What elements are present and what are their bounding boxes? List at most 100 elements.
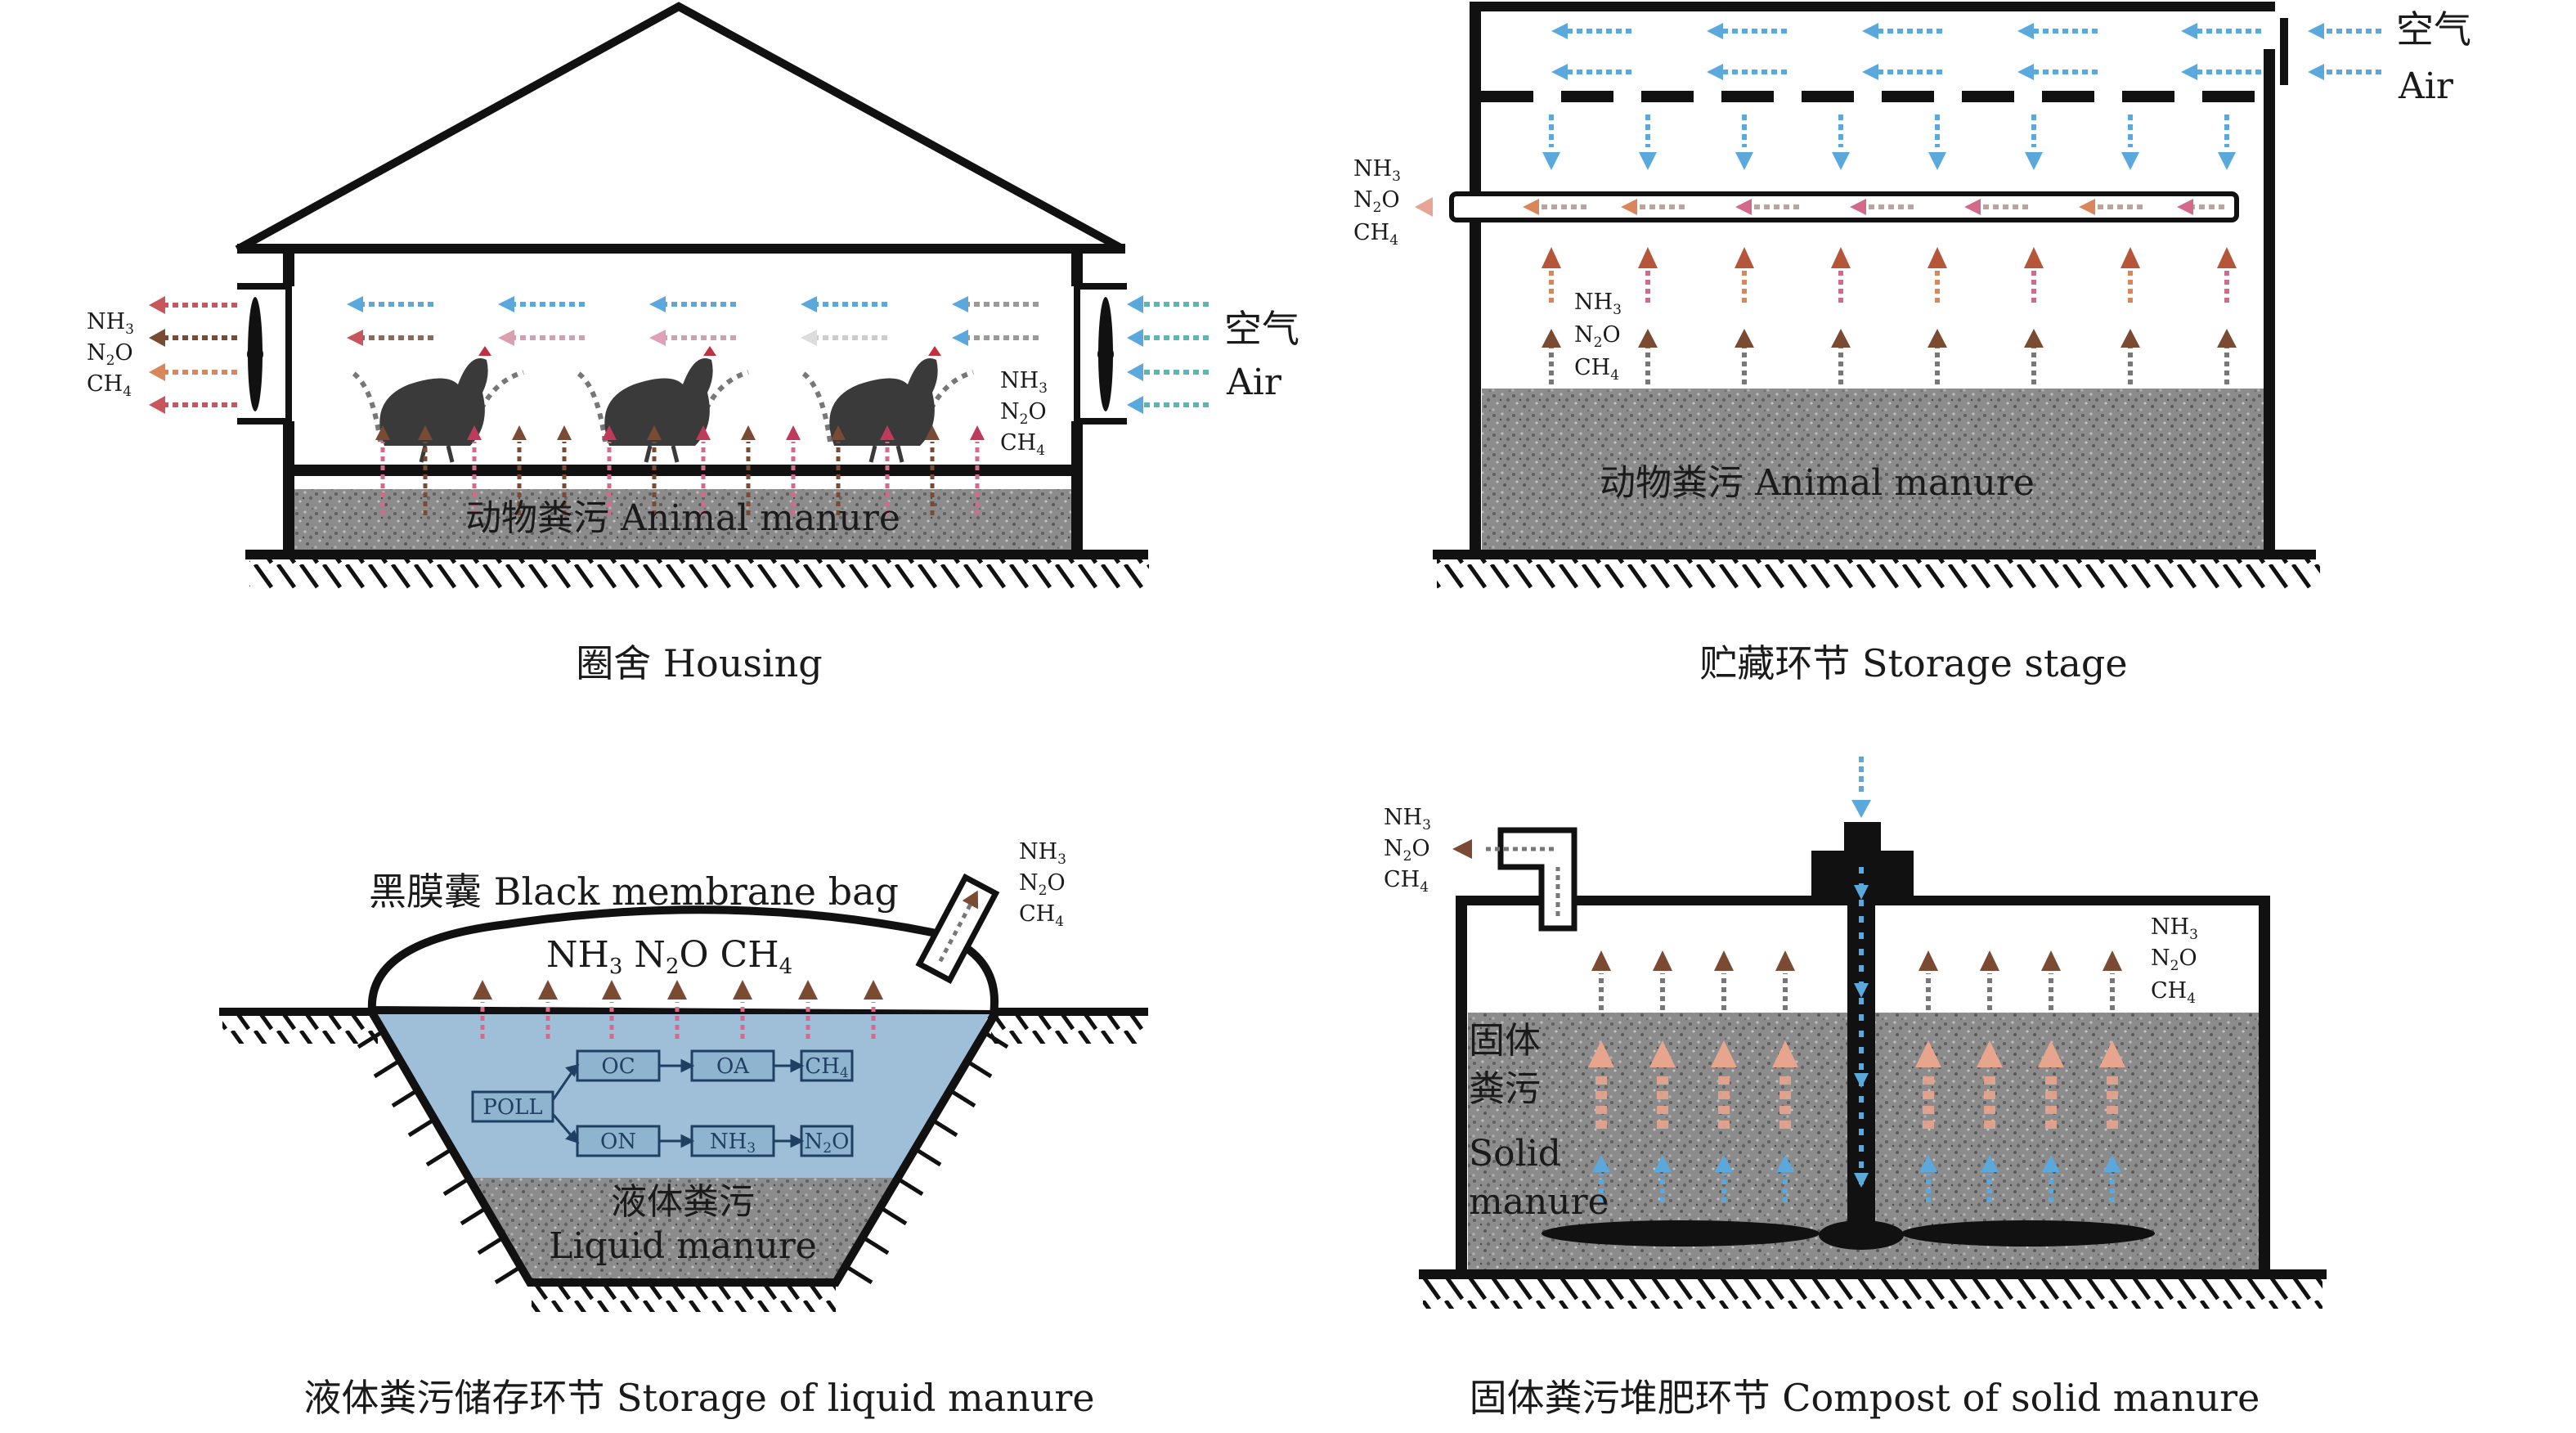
compost-gas-out-n2o: N2O: [1384, 836, 1430, 865]
ground-line: [1433, 550, 2316, 559]
pathway-n2o: N2O: [800, 1125, 854, 1157]
storage-gas-out-nh3: NH3: [1353, 156, 1401, 185]
housing-gas-right-ch4: CH4: [1000, 430, 1045, 459]
housing-gas-right-n2o: N2O: [1000, 399, 1047, 428]
compost-label-zh1: 固体: [1469, 1020, 1541, 1062]
storage-inlet-air: [2308, 23, 2381, 80]
left-fan-frame: [237, 283, 292, 425]
right-air-arrows: [1127, 295, 1209, 414]
housing-gas-left-n2o: N2O: [87, 340, 133, 369]
pathway-oc: OC: [576, 1049, 661, 1082]
left-wall-upper: [283, 245, 294, 286]
storage-rising-gas: [1542, 247, 2237, 384]
compost-caption: 固体粪污堆肥环节 Compost of solid manure: [1470, 1376, 2260, 1420]
liquid-rising-gas: [473, 980, 883, 1039]
hen-icon: [829, 346, 941, 463]
ground-line: [245, 550, 1148, 559]
aeration-plate-right: [1901, 1220, 2155, 1247]
floor-slab: [285, 465, 1079, 476]
housing-air-en: Air: [1226, 362, 1282, 403]
housing-gas-left-nh3: NH3: [87, 309, 134, 338]
compost-gas-right-ch4: CH4: [2151, 978, 2196, 1007]
liquid-lagoon: [378, 1014, 990, 1178]
pathway-diagram: POLL OC OA CH4 ON NH3 N2O: [471, 1049, 854, 1157]
liquid-gas-out-n2o: N2O: [1019, 870, 1066, 899]
housing-air-zh: 空气: [1224, 307, 1299, 351]
storage-manure-label: 动物粪污 Animal manure: [1600, 462, 2035, 504]
liquid-manure-en: Liquid manure: [549, 1225, 817, 1267]
svg-text:OA: OA: [716, 1054, 750, 1079]
liquid-manure-zh: 液体粪污: [611, 1181, 755, 1223]
compost-gas-right-n2o: N2O: [2151, 946, 2197, 974]
left-wall: [1456, 898, 1467, 1273]
liquid-sludge: [466, 1178, 901, 1280]
svg-text:N2O: N2O: [805, 1130, 850, 1157]
liquid-bag-label: 黑膜囊 Black membrane bag: [369, 869, 899, 914]
pathway-on: ON: [576, 1125, 661, 1157]
svg-text:ON: ON: [600, 1130, 636, 1154]
pipe-airflow: [1851, 757, 1871, 1194]
aeration-plate-left: [1542, 1220, 1820, 1247]
right-wall: [2259, 898, 2270, 1273]
compost-label-en1: Solid: [1469, 1133, 1561, 1175]
ground-right: [991, 1008, 1148, 1016]
ground-bottom-hatch: [532, 1284, 836, 1312]
storage-gas-in-ch4: CH4: [1574, 355, 1619, 384]
right-fan-frame: [1074, 283, 1127, 425]
housing-caption: 圈舍 Housing: [576, 641, 822, 685]
roof-line: [1470, 2, 2275, 11]
right-wall-lower: [1071, 421, 1083, 552]
left-gas-arrows: [149, 296, 237, 414]
exhaust-duct: [1449, 191, 2239, 222]
pathway-oa: OA: [690, 1049, 775, 1082]
elbow-gas-flow: [1452, 839, 1560, 916]
storage-top-airflow: [1566, 29, 2261, 74]
storage-gas-out-ch4: CH4: [1353, 220, 1398, 249]
housing-gas-left-ch4: CH4: [87, 371, 132, 400]
storage-air-zh: 空气: [2396, 7, 2471, 52]
storage-gas-in-n2o: N2O: [1574, 322, 1621, 351]
ground-hatch: [991, 1016, 1147, 1044]
storage-gas-in-nh3: NH3: [1574, 290, 1622, 318]
compost-gas-out-nh3: NH3: [1384, 805, 1431, 833]
manure-layer: [1482, 389, 2265, 550]
liquid-gas-out-nh3: NH3: [1019, 839, 1066, 868]
storage-gas-out-n2o: N2O: [1353, 187, 1400, 216]
roof: [235, 2, 1126, 254]
hen-icon: [379, 346, 491, 463]
storage-air-en: Air: [2398, 65, 2454, 107]
compost-internal-flow: [1588, 1040, 2125, 1202]
right-inlet-bracket: [2280, 18, 2288, 85]
svg-text:POLL: POLL: [482, 1095, 542, 1120]
housing-panel: NH3 N2O CH4 空气 Air NH3 N2O CH4: [87, 2, 1299, 685]
right-wall: [2264, 49, 2275, 553]
hen-icon: [604, 346, 716, 463]
liquid-caption: 液体粪污储存环节 Storage of liquid manure: [303, 1376, 1094, 1420]
vent-pipe: [915, 873, 1000, 985]
left-wall-lower: [283, 421, 294, 552]
liquid-gas-out-ch4: CH4: [1019, 901, 1064, 930]
left-wall: [1470, 5, 1481, 553]
housing-floor-gas-arrows: [375, 425, 985, 515]
ceiling: [237, 244, 1125, 254]
compost-label-zh2: 粪污: [1469, 1068, 1541, 1110]
liquid-panel: NH3 N2O CH4 黑膜囊 Black membrane bag NH3 N…: [219, 839, 1148, 1420]
aeration-pipe-base: [1819, 1220, 1904, 1250]
pathway-poll: POLL: [471, 1090, 554, 1123]
ground-hatch: [222, 1016, 378, 1044]
storage-caption: 贮藏环节 Storage stage: [1699, 641, 2127, 685]
right-wall-upper: [1071, 245, 1083, 286]
black-membrane-bag: [367, 905, 999, 1019]
compost-panel: NH3 N2O CH4 NH3 N2O CH4: [1384, 757, 2327, 1420]
compost-rising-gas: [1591, 950, 2122, 1010]
compost-label-en2: manure: [1469, 1181, 1609, 1223]
svg-text:OC: OC: [601, 1054, 635, 1079]
ground-hatch: [1437, 559, 2320, 589]
pathway-ch4: CH4: [800, 1049, 854, 1082]
storage-panel: 空气 Air: [1353, 2, 2471, 685]
ground-hatch: [1423, 1279, 2322, 1309]
storage-top-airflow-heads: [1551, 23, 2197, 80]
manure-layer: [290, 489, 1075, 550]
housing-manure-label: 动物粪污 Animal manure: [465, 497, 900, 539]
